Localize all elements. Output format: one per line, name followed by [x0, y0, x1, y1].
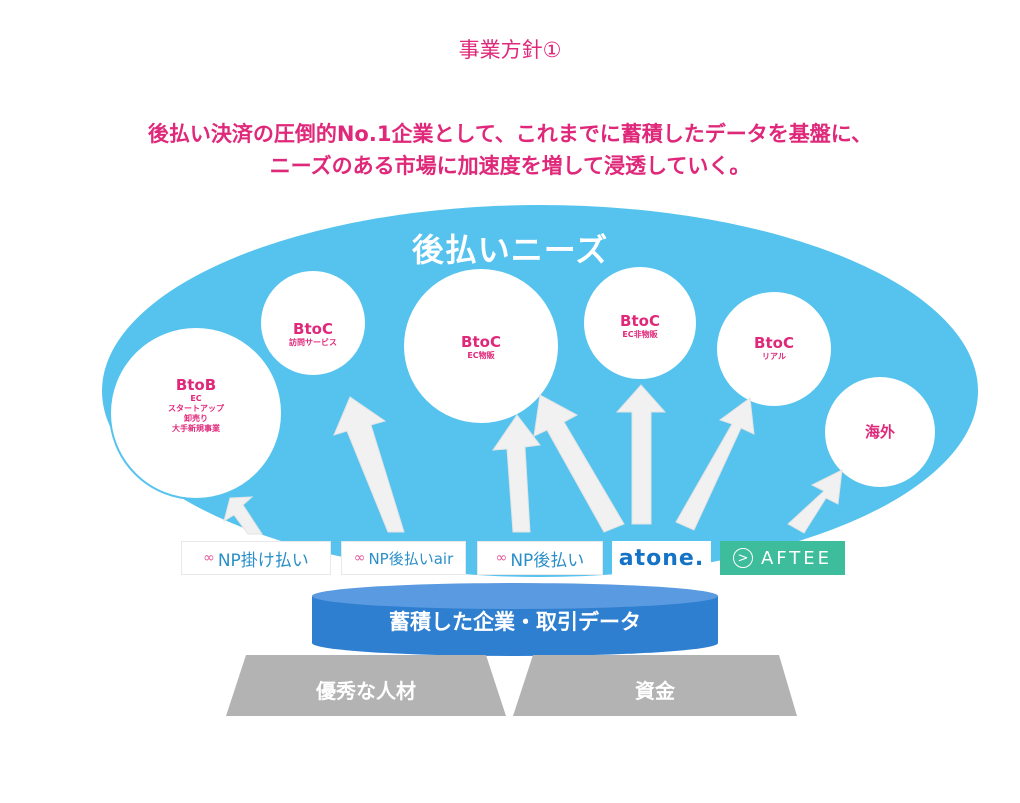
arrow-atone-to-ec	[533, 394, 625, 533]
circle-nonproduct-text: BtoC EC非物販	[620, 312, 660, 340]
lead-text-line-1: 後払い決済の圧倒的No.1企業として、これまでに蓄積したデータを基盤に、	[147, 122, 873, 146]
arrow-to-real	[675, 397, 755, 531]
arrow-to-overseas	[787, 469, 843, 534]
circle-ec-text: BtoC EC物販	[461, 333, 501, 361]
ec-sub: EC物販	[467, 351, 495, 360]
logo-np-atobarai-text: NP後払い	[510, 550, 585, 571]
logo-np-atobarai: ∞ NP後払い	[477, 541, 603, 575]
lead-text-line-2: ニーズのある市場に加速度を増して浸透していく。	[269, 154, 751, 178]
logo-atone: atone.	[612, 541, 711, 575]
btob-sub-ec: EC	[190, 394, 202, 403]
page-title: 事業方針①	[458, 38, 562, 62]
circle-overseas-text: 海外	[865, 423, 895, 441]
service-main: BtoC	[293, 320, 333, 338]
service-sub: 訪問サービス	[289, 338, 337, 347]
circle-real	[715, 290, 833, 408]
nonproduct-sub: EC非物販	[622, 330, 658, 339]
circle-btob-text: BtoB EC スタートアップ 卸売り 大手新規事業	[168, 376, 224, 434]
arrow-to-btob	[223, 496, 263, 535]
circle-service	[259, 269, 367, 377]
nonproduct-main: BtoC	[620, 312, 660, 330]
base-right-shape	[513, 655, 797, 716]
logo-np-air-text: NP後払いair	[368, 549, 454, 568]
np-leaf-icon: ∞	[353, 550, 366, 566]
ec-main: BtoC	[461, 333, 501, 351]
circle-real-text: BtoC リアル	[754, 334, 794, 362]
needs-label: 後払いニーズ	[411, 231, 609, 269]
aftee-arrow-icon: >	[732, 548, 753, 568]
logo-np-air: ∞ NP後払いair	[341, 541, 466, 575]
base-left-shape	[226, 655, 506, 716]
logo-aftee: > AFTEE	[720, 541, 845, 575]
base-left-label: 優秀な人材	[316, 679, 416, 703]
arrow-to-service	[333, 396, 405, 533]
logo-atone-text: atone.	[618, 545, 705, 571]
circle-overseas	[823, 375, 937, 489]
real-main: BtoC	[754, 334, 794, 352]
cylinder-top	[312, 583, 718, 609]
data-cylinder-label: 蓄積した企業・取引データ	[389, 610, 641, 634]
btob-sub-startup: スタートアップ	[168, 404, 224, 413]
btob-sub-wholesale: 卸売り	[184, 414, 208, 423]
base-right-label: 資金	[635, 679, 675, 703]
overseas-main: 海外	[864, 423, 896, 441]
real-sub: リアル	[762, 352, 786, 361]
circle-ec	[402, 267, 560, 425]
arrow-to-ec	[492, 414, 541, 533]
btob-main: BtoB	[175, 376, 217, 394]
np-leaf-icon: ∞	[495, 550, 508, 566]
logo-aftee-text: AFTEE	[760, 547, 833, 569]
logo-np-kakebarai-text: NP掛け払い	[217, 550, 309, 571]
arrow-to-nonproduct	[615, 384, 667, 525]
btob-sub-enterprise: 大手新規事業	[172, 424, 220, 433]
logo-np-kakebarai: ∞ NP掛け払い	[181, 541, 331, 575]
np-leaf-icon: ∞	[203, 550, 215, 566]
circle-service-text: BtoC 訪問サービス	[289, 320, 337, 348]
circle-btob	[109, 326, 283, 500]
circle-nonproduct	[582, 265, 698, 381]
